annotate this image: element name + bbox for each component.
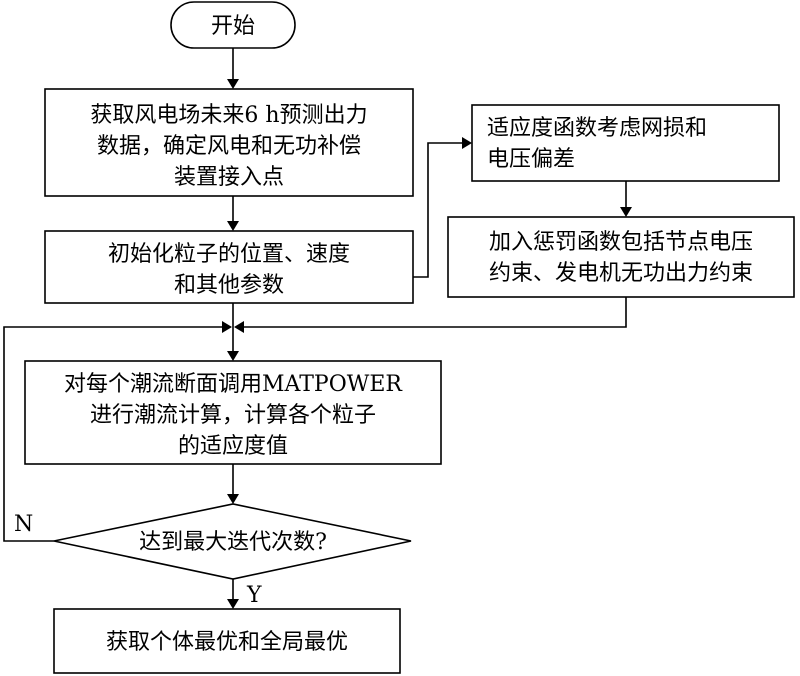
arrowhead: [227, 599, 239, 609]
decision-diamond: [53, 503, 412, 580]
result-box: [53, 608, 401, 674]
start-label: 开始: [211, 14, 255, 39]
step3-line1: 对每个潮流断面调用MATPOWER: [64, 372, 403, 397]
decision-label: 达到最大迭代次数?: [139, 530, 327, 555]
connector-penalty-junction: [243, 297, 627, 328]
step1-line1: 获取风电场未来6 h预测出力: [90, 103, 367, 128]
arrowhead: [462, 137, 472, 149]
step2-line2: 和其他参数: [174, 273, 284, 298]
arrowhead: [227, 351, 239, 361]
step3-line2: 进行潮流计算，计算各个粒子: [90, 403, 376, 428]
step3-box: [24, 360, 442, 465]
arrowhead: [227, 221, 239, 231]
step3-line3: 的适应度值: [178, 434, 288, 459]
penalty-line1: 加入惩罚函数包括节点电压: [489, 230, 753, 255]
connector-step2-fitness: [413, 142, 462, 278]
no-label: N: [14, 512, 33, 537]
arrowhead: [234, 321, 244, 333]
arrowhead: [227, 494, 239, 504]
step2-box: [44, 230, 414, 304]
start-node: [170, 1, 296, 49]
arrowhead: [227, 79, 239, 89]
fitness-line2: 电压偏差: [487, 147, 575, 172]
yes-label: Y: [246, 583, 262, 608]
arrowhead: [222, 321, 232, 333]
connector-loop-no: [3, 326, 224, 542]
step2-line1: 初始化粒子的位置、速度: [108, 242, 350, 267]
step1-line3: 装置接入点: [174, 165, 284, 190]
step1-box: [44, 88, 414, 197]
step1-line2: 数据，确定风电和无功补偿: [97, 134, 361, 159]
fitness-line1: 适应度函数考虑网损和: [487, 116, 707, 141]
fitness-box: [471, 104, 780, 182]
penalty-line2: 约束、发电机无功出力约束: [489, 261, 753, 286]
penalty-box: [447, 216, 795, 298]
result-label: 获取个体最优和全局最优: [106, 630, 348, 655]
arrowhead: [620, 207, 632, 217]
